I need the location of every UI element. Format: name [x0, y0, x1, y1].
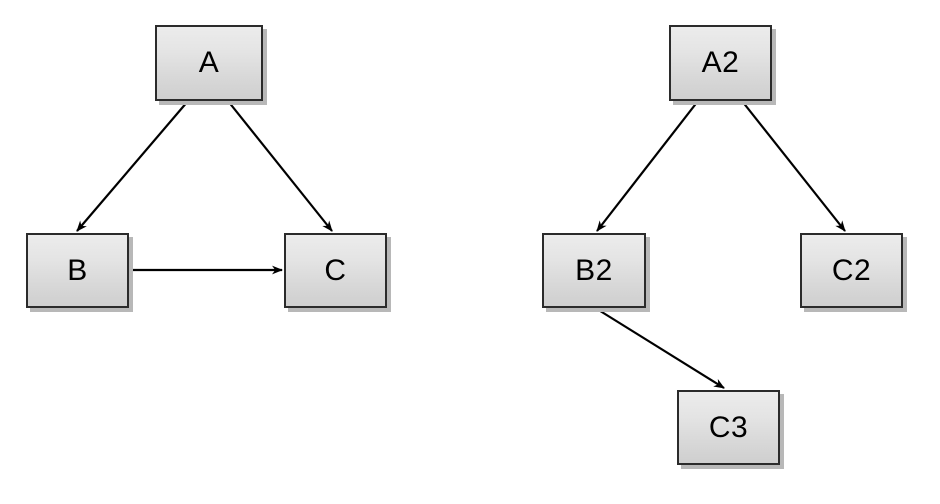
node-label: A — [198, 46, 220, 79]
edge-b2-to-c3[interactable] — [596, 308, 725, 389]
node-a[interactable]: A — [155, 25, 263, 101]
node-b[interactable]: B — [26, 233, 129, 308]
edge-a-to-b[interactable] — [76, 100, 189, 232]
node-c2[interactable]: C2 — [800, 233, 903, 308]
edge-a2-to-b2[interactable] — [596, 100, 699, 232]
node-label: C2 — [831, 253, 872, 287]
node-label: C3 — [708, 410, 749, 444]
node-label: A2 — [701, 46, 740, 79]
node-c[interactable]: C — [284, 233, 387, 308]
edge-group — [76, 100, 846, 389]
edge-a-to-c[interactable] — [227, 100, 333, 232]
node-label: B2 — [575, 253, 613, 287]
node-label: B — [67, 253, 88, 287]
node-c3[interactable]: C3 — [677, 390, 780, 465]
node-b2[interactable]: B2 — [542, 233, 646, 308]
node-label: C — [324, 253, 347, 287]
edge-a2-to-c2[interactable] — [741, 100, 846, 232]
node-a2[interactable]: A2 — [669, 25, 772, 101]
